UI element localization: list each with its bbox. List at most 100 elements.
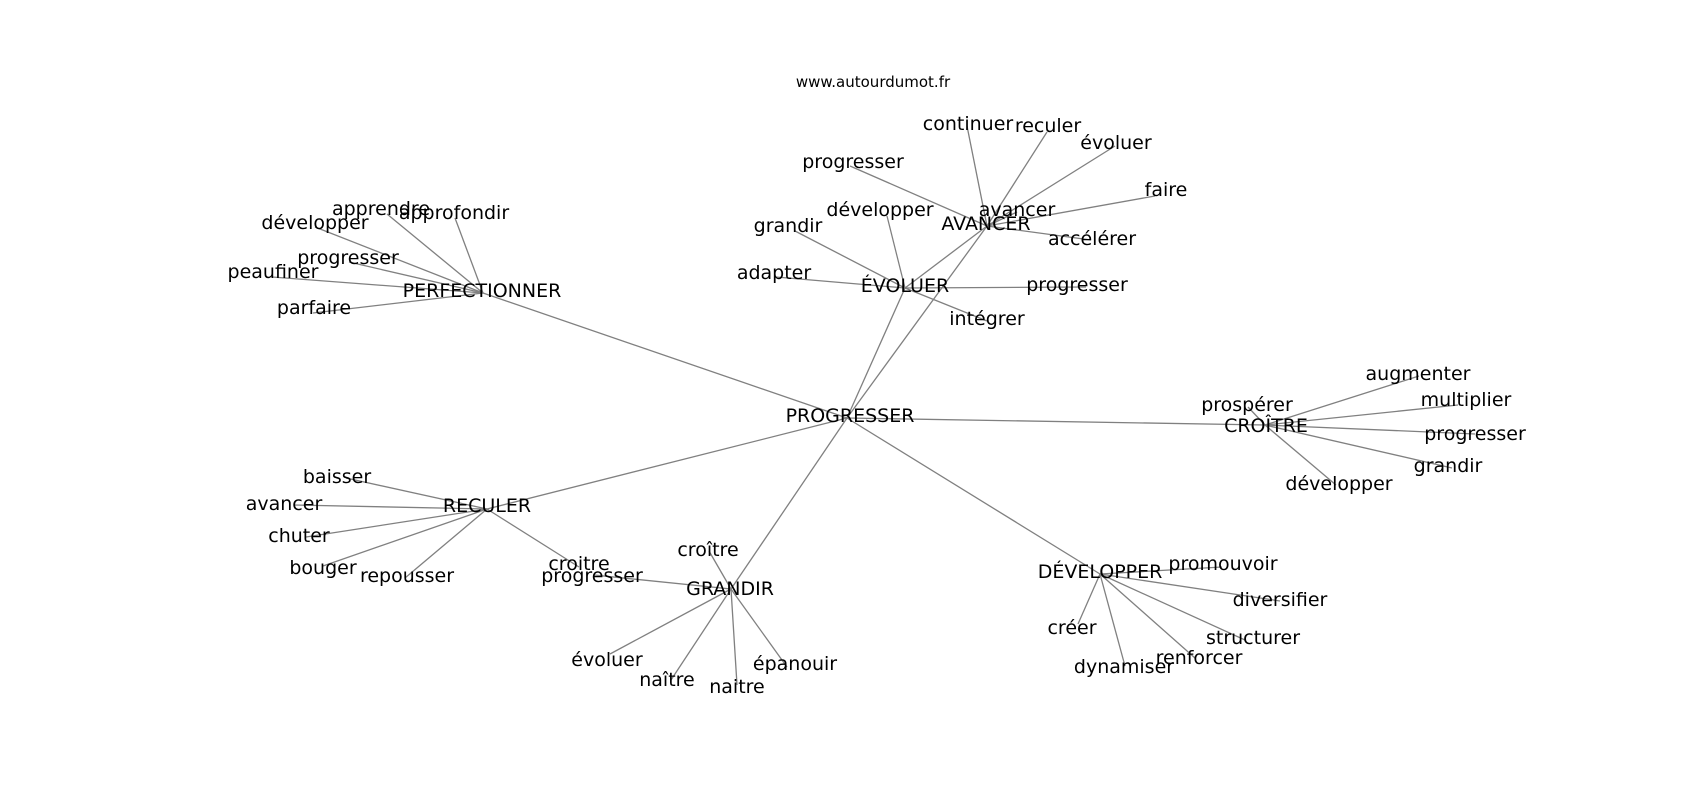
edge-evoluer-leaf bbox=[904, 286, 1087, 289]
edge-reculer-leaf bbox=[305, 508, 488, 538]
hub-label-croitre: CROÎTRE bbox=[1224, 414, 1308, 437]
edge-developper-leaf bbox=[1077, 573, 1101, 625]
hub-label-avancer: AVANCER bbox=[941, 213, 1030, 235]
edge-evoluer-leaf bbox=[775, 276, 906, 289]
leaf-label: développer bbox=[1285, 473, 1392, 495]
edge-center-croitre bbox=[846, 417, 1266, 426]
source-label: www.autourdumot.fr bbox=[796, 73, 951, 91]
edge-evoluer-leaf bbox=[794, 230, 906, 289]
leaf-label: chuter bbox=[268, 525, 330, 547]
leaf-label: diversifier bbox=[1233, 589, 1328, 611]
leaf-label: développer bbox=[826, 199, 933, 221]
edge-avancer-leaf bbox=[986, 145, 1116, 227]
leaf-label: progresser bbox=[802, 151, 904, 173]
edge-grandir-leaf bbox=[730, 588, 788, 668]
leaf-label: renforcer bbox=[1156, 647, 1243, 669]
leaf-label: parfaire bbox=[277, 297, 351, 319]
leaf-label: dynamiser bbox=[1074, 656, 1174, 678]
edge-center-developper bbox=[846, 417, 1101, 575]
leaf-label: bouger bbox=[289, 557, 356, 579]
edge-reculer-leaf bbox=[486, 508, 580, 568]
edge-croitre-leaf bbox=[1264, 424, 1337, 486]
edge-croitre-leaf bbox=[1247, 406, 1266, 426]
leaf-label: multiplier bbox=[1421, 389, 1512, 411]
edge-center-reculer bbox=[486, 417, 848, 510]
leaf-label: progresser bbox=[1424, 423, 1526, 445]
edge-grandir-leaf bbox=[593, 574, 732, 590]
edge-avancer-leaf bbox=[986, 211, 1018, 227]
edge-croitre-leaf bbox=[1264, 404, 1459, 426]
leaf-label: continuer bbox=[923, 113, 1014, 135]
leaf-label: grandir bbox=[754, 215, 823, 237]
leaf-label: progresser bbox=[1026, 274, 1128, 296]
edge-perfectionner-leaf bbox=[348, 261, 484, 294]
edge-grandir-leaf bbox=[670, 588, 732, 681]
edge-croitre-leaf bbox=[1264, 424, 1476, 435]
leaf-label: adapter bbox=[737, 262, 812, 284]
leaf-label: repousser bbox=[360, 565, 454, 587]
leaf-label: naître bbox=[639, 669, 695, 691]
edge-evoluer-avancer bbox=[904, 225, 988, 289]
edge-avancer-leaf bbox=[966, 125, 988, 227]
edge-grandir-leaf bbox=[708, 550, 732, 590]
edge-reculer-leaf bbox=[345, 477, 488, 510]
leaf-label: intégrer bbox=[949, 308, 1025, 330]
hub-label-developper: DÉVELOPPER bbox=[1038, 560, 1163, 583]
leaf-label: grandir bbox=[1414, 455, 1483, 477]
edge-grandir-leaf bbox=[730, 588, 738, 686]
leaf-label: développer bbox=[261, 212, 368, 234]
edge-croitre-leaf bbox=[1264, 375, 1420, 426]
edge-center-evoluer bbox=[846, 287, 906, 419]
leaf-label: évoluer bbox=[1080, 132, 1152, 154]
leaf-label: croître bbox=[677, 539, 738, 561]
leaf-label: apprendre bbox=[332, 198, 430, 220]
leaf-label: créer bbox=[1047, 617, 1096, 639]
edge-avancer-leaf bbox=[986, 225, 1092, 241]
edge-perfectionner-leaf bbox=[312, 292, 484, 314]
leaf-label: approfondir bbox=[399, 202, 509, 224]
edge-perfectionner-leaf bbox=[454, 217, 484, 294]
hub-label-reculer: RECULER bbox=[443, 495, 531, 517]
edge-developper-leaf bbox=[1099, 573, 1281, 602]
edge-developper-leaf bbox=[1099, 573, 1126, 667]
hub-label-evoluer: ÉVOLUER bbox=[861, 274, 949, 297]
edge-center-avancer bbox=[846, 225, 988, 419]
edge-perfectionner-leaf bbox=[314, 226, 484, 294]
edge-developper-leaf bbox=[1099, 573, 1196, 659]
leaf-label: peaufiner bbox=[228, 261, 319, 283]
edge-center-perfectionner bbox=[482, 292, 848, 419]
labels: PROGRESSER PERFECTIONNER apprendreapprofon… bbox=[228, 113, 1526, 698]
leaf-label: faire bbox=[1145, 179, 1188, 201]
edge-developper-leaf bbox=[1099, 573, 1246, 641]
edge-evoluer-leaf bbox=[904, 287, 988, 322]
leaf-label: structurer bbox=[1206, 627, 1300, 649]
leaf-label: avancer bbox=[246, 493, 323, 515]
edge-reculer-leaf bbox=[404, 508, 488, 579]
leaf-label: croitre bbox=[548, 553, 609, 575]
edge-center-grandir bbox=[730, 417, 848, 590]
edge-croitre-leaf bbox=[1264, 424, 1453, 469]
leaf-label: évoluer bbox=[571, 649, 643, 671]
leaf-label: épanouir bbox=[753, 653, 837, 675]
hub-label-perfectionner: PERFECTIONNER bbox=[403, 280, 562, 302]
edge-evoluer-leaf bbox=[886, 215, 906, 289]
edge-avancer-leaf bbox=[986, 195, 1156, 227]
edge-avancer-leaf bbox=[986, 131, 1048, 227]
edge-perfectionner-leaf bbox=[386, 213, 484, 294]
leaf-label: prospérer bbox=[1201, 394, 1293, 416]
leaf-label: progresser bbox=[541, 565, 643, 587]
center-node-label: PROGRESSER bbox=[786, 405, 915, 427]
leaf-label: naitre bbox=[709, 676, 765, 698]
edge-reculer-leaf bbox=[322, 508, 488, 567]
leaf-label: progresser bbox=[297, 247, 399, 269]
leaf-label: augmenter bbox=[1366, 363, 1471, 385]
leaf-label: accélérer bbox=[1048, 228, 1136, 250]
edge-reculer-leaf bbox=[293, 504, 488, 510]
leaf-label: baisser bbox=[303, 466, 371, 488]
edge-perfectionner-leaf bbox=[271, 276, 484, 294]
edge-avancer-leaf bbox=[849, 165, 988, 227]
edge-grandir-leaf bbox=[609, 588, 732, 655]
hub-label-grandir: GRANDIR bbox=[686, 578, 774, 600]
leaf-label: reculer bbox=[1015, 115, 1082, 137]
